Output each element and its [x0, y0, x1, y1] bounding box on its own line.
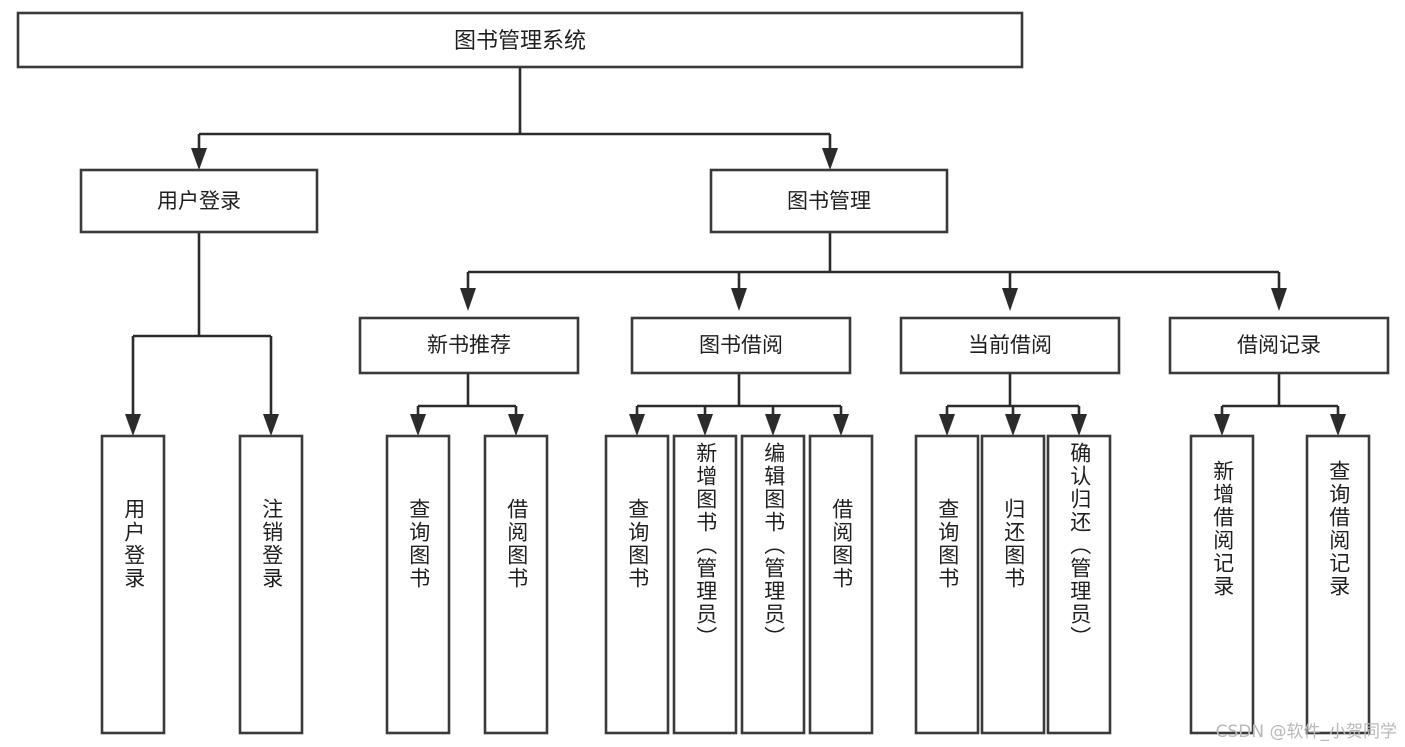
node-book-borrow-box[interactable] — [630, 316, 852, 375]
connector-group-root — [191, 67, 838, 170]
arrow-head-leaf-borrow-book-1 — [508, 414, 524, 436]
node-borrow-record-label: 借阅记录 — [1237, 333, 1321, 357]
arrow-head-leaf-edit-book — [765, 414, 781, 436]
arrow-head-user-login — [191, 148, 207, 170]
connector-group-current-borrow — [939, 373, 1087, 436]
node-user-login-label: 用户登录 — [157, 189, 241, 213]
connector-group-book-borrow — [629, 373, 849, 436]
leaf-box-edit-book[interactable] — [740, 434, 806, 735]
arrow-head-leaf-borrow-book-2 — [833, 414, 849, 436]
node-book-manage[interactable]: 图书管理 — [709, 168, 949, 234]
leaf-box-add-record[interactable] — [1189, 434, 1255, 735]
node-current-borrow[interactable]: 当前借阅 — [899, 316, 1121, 375]
leaf-box-borrow-book-1[interactable] — [483, 434, 549, 735]
arrow-head-book-manage — [822, 148, 838, 170]
node-borrow-record-box[interactable] — [1168, 316, 1390, 375]
arrow-head-leaf-query-book-2 — [629, 414, 645, 436]
node-book-borrow-label: 图书借阅 — [699, 333, 783, 357]
leaf-box-query-book-1[interactable] — [385, 434, 451, 735]
arrow-head-new-book-recommend — [460, 288, 476, 311]
node-book-manage-label: 图书管理 — [787, 189, 871, 213]
node-user-login-box[interactable] — [79, 168, 319, 234]
node-book-borrow[interactable]: 图书借阅 — [630, 316, 852, 375]
arrow-head-leaf-confirm-return — [1071, 414, 1087, 436]
connector-group-user-login — [125, 232, 279, 436]
leaf-box-add-book[interactable] — [672, 434, 738, 735]
node-current-borrow-box[interactable] — [899, 316, 1121, 375]
node-borrow-record[interactable]: 借阅记录 — [1168, 316, 1390, 375]
node-current-borrow-label: 当前借阅 — [968, 333, 1052, 357]
leaf-box-return-book[interactable] — [980, 434, 1046, 735]
arrow-head-leaf-add-record — [1214, 414, 1230, 436]
arrow-head-leaf-user-logout — [263, 414, 279, 436]
node-new-book-recommend[interactable]: 新书推荐 — [358, 316, 580, 375]
arrow-head-leaf-query-book-1 — [410, 414, 426, 436]
arrow-head-leaf-query-record — [1330, 414, 1346, 436]
node-user-login[interactable]: 用户登录 — [79, 168, 319, 234]
leaf-box-user-logout[interactable] — [238, 434, 304, 735]
leaf-box-query-record[interactable] — [1305, 434, 1371, 735]
node-root[interactable]: 图书管理系统 — [16, 11, 1024, 69]
node-new-book-recommend-label: 新书推荐 — [427, 333, 511, 357]
leaf-box-query-book-3[interactable] — [914, 434, 980, 735]
arrow-head-borrow-record — [1271, 288, 1287, 311]
connector-group-new-book-recommend — [410, 373, 524, 436]
connector-group-book-manage — [460, 232, 1287, 311]
leaf-box-user-login[interactable] — [100, 434, 166, 735]
connector-group-borrow-record — [1214, 373, 1346, 436]
node-root-box[interactable] — [16, 11, 1024, 69]
arrow-head-current-borrow — [1002, 288, 1018, 311]
leaf-box-query-book-2[interactable] — [604, 434, 670, 735]
arrow-head-leaf-query-book-3 — [939, 414, 955, 436]
arrow-head-book-borrow — [731, 288, 747, 311]
node-new-book-recommend-box[interactable] — [358, 316, 580, 375]
arrow-head-leaf-return-book — [1005, 414, 1021, 436]
leaf-box-confirm-return[interactable] — [1046, 434, 1112, 735]
leaf-box-borrow-book-2[interactable] — [808, 434, 874, 735]
node-root-label: 图书管理系统 — [454, 29, 586, 54]
arrow-head-leaf-add-book — [697, 414, 713, 436]
node-book-manage-box[interactable] — [709, 168, 949, 234]
arrow-head-leaf-user-login — [125, 414, 141, 436]
